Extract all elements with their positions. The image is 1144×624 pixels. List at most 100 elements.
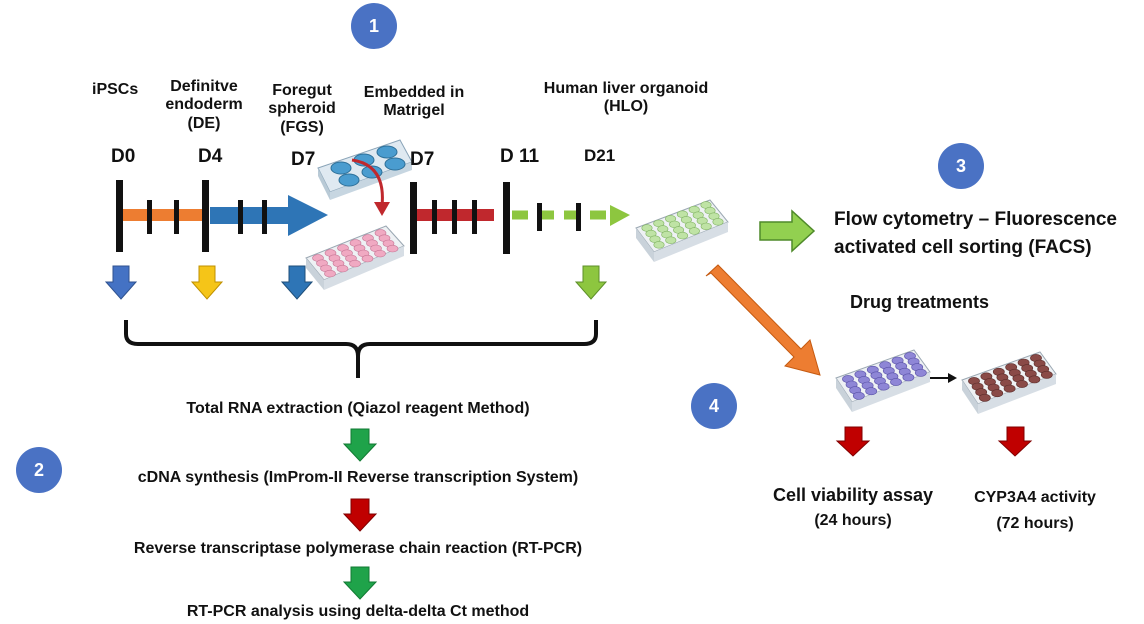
day-label-d11: D 11 <box>500 146 540 167</box>
step-3-badge: 3 <box>938 143 984 189</box>
step-2-badge: 2 <box>16 447 62 493</box>
step-1-badge: 1 <box>351 3 397 49</box>
transfer-arrowhead <box>374 202 390 216</box>
plate-well <box>688 227 700 235</box>
tick-small <box>432 200 437 234</box>
rna-step-rtpcr: Reverse transcriptase polymerase chain r… <box>133 540 583 557</box>
tick-small <box>262 200 267 234</box>
tick-d0 <box>116 180 123 252</box>
hlo-down-arrow <box>574 265 608 300</box>
plate-well <box>1040 370 1053 379</box>
plate-well <box>890 378 902 386</box>
viability-label-line1: Cell viability assay <box>772 485 934 505</box>
plate-well <box>324 269 336 278</box>
plate-well <box>1003 384 1016 393</box>
hlo-plate <box>635 199 729 262</box>
matrigel-plate <box>305 225 405 290</box>
rna-step-cdna: cDNA synthesis (ImProm-II Reverse transc… <box>137 469 579 486</box>
de-label: Definitve endoderm (DE) <box>156 78 252 133</box>
rna-step-analysis: RT-PCR analysis using delta-delta Ct met… <box>186 603 530 620</box>
tick-small <box>452 200 457 234</box>
timeline-blue-arrow <box>210 195 328 236</box>
hlo-label-line1: Human liver organoid <box>543 80 709 97</box>
de-label-line1: Definitve <box>170 78 238 95</box>
plate-well <box>677 231 689 240</box>
plate-well <box>361 254 374 263</box>
sample-brace <box>124 320 598 378</box>
hlo-label: Human liver organoid (HLO) <box>516 80 736 117</box>
six-well-plate <box>317 139 413 200</box>
plate-well <box>386 244 399 253</box>
facs-label-line2: activated cell sorting (FACS) <box>834 237 1092 258</box>
plate-well <box>852 391 865 400</box>
drug-treatments-title: Drug treatments <box>850 292 990 312</box>
plate-well <box>653 241 665 249</box>
fgs-label-line2: spheroid <box>268 100 336 118</box>
rna-step-extraction: Total RNA extraction (Qiazol reagent Met… <box>186 400 530 417</box>
viability-label: Cell viability assay (24 hours) <box>745 482 961 534</box>
timeline-orange-segment <box>122 209 204 221</box>
de-down-arrow <box>190 265 224 300</box>
fgs-label-line1: Foregut <box>272 82 332 99</box>
day-label-d0: D0 <box>111 146 136 167</box>
cyp-down-arrow <box>997 426 1033 457</box>
tick-small <box>174 200 179 234</box>
matrigel-label: Embedded in Matrigel <box>350 84 478 121</box>
timeline-green-arrowhead <box>610 205 630 226</box>
tick-d11 <box>503 182 510 254</box>
tick-small <box>576 203 581 231</box>
tick-small <box>147 200 152 234</box>
plate-well <box>712 218 724 226</box>
cyp-label: CYP3A4 activity (72 hours) <box>950 485 1120 537</box>
fgs-label-line3: (FGS) <box>280 118 324 136</box>
matrigel-label-line1: Embedded in <box>363 84 465 101</box>
plate-well <box>877 382 890 391</box>
tick-small <box>537 203 542 231</box>
plate-well <box>349 259 361 268</box>
drug-plate-purple <box>835 349 931 412</box>
tick-d4 <box>202 180 209 252</box>
day-label-d7-matrigel: D7 <box>410 149 435 170</box>
plate-well <box>1028 375 1041 384</box>
viability-label-line2: (24 hours) <box>814 512 892 529</box>
plate-well <box>1016 380 1028 388</box>
facs-label: Flow cytometry – Fluorescence activated … <box>834 206 1117 262</box>
plate-well <box>700 222 712 231</box>
tick-small <box>238 200 243 234</box>
fgs-down-arrow <box>280 265 314 300</box>
cyp-label-line2: (72 hours) <box>996 515 1074 532</box>
matrigel-label-line2: Matrigel <box>383 102 445 120</box>
workflow-arrow-green-1 <box>342 428 378 462</box>
plate-well <box>902 373 915 382</box>
plate-well <box>374 249 386 258</box>
step-4-badge: 4 <box>691 383 737 429</box>
facs-arrow <box>759 209 816 253</box>
day-label-d21: D21 <box>584 146 616 165</box>
transfer-curved-arrow <box>351 158 384 207</box>
ipsc-down-arrow <box>104 265 138 300</box>
facs-label-line1: Flow cytometry – Fluorescence <box>834 209 1117 230</box>
fgs-label: Foregut spheroid (FGS) <box>254 82 350 137</box>
plate-well <box>865 387 878 396</box>
drug-arrow <box>705 264 821 376</box>
workflow-arrow-red <box>342 498 378 532</box>
de-label-line3: (DE) <box>187 114 221 132</box>
tick-d7 <box>410 182 417 254</box>
day-label-d4: D4 <box>198 146 223 167</box>
cyp-label-line1: CYP3A4 activity <box>974 489 1096 506</box>
de-label-line2: endoderm <box>165 96 243 114</box>
plate-well <box>978 393 991 402</box>
plate-well <box>336 264 349 273</box>
hlo-label-line2: (HLO) <box>603 98 649 116</box>
workflow-arrow-green-2 <box>342 566 378 600</box>
plate-to-plate-arrowhead <box>948 373 957 383</box>
viability-down-arrow <box>835 426 871 457</box>
plate-well <box>991 389 1004 398</box>
drug-plate-brown <box>961 351 1057 414</box>
day-label-d7: D7 <box>291 149 316 170</box>
ipsc-label: iPSCs <box>92 81 139 98</box>
plate-well <box>914 368 927 377</box>
plate-well <box>665 236 677 244</box>
tick-small <box>472 200 477 234</box>
